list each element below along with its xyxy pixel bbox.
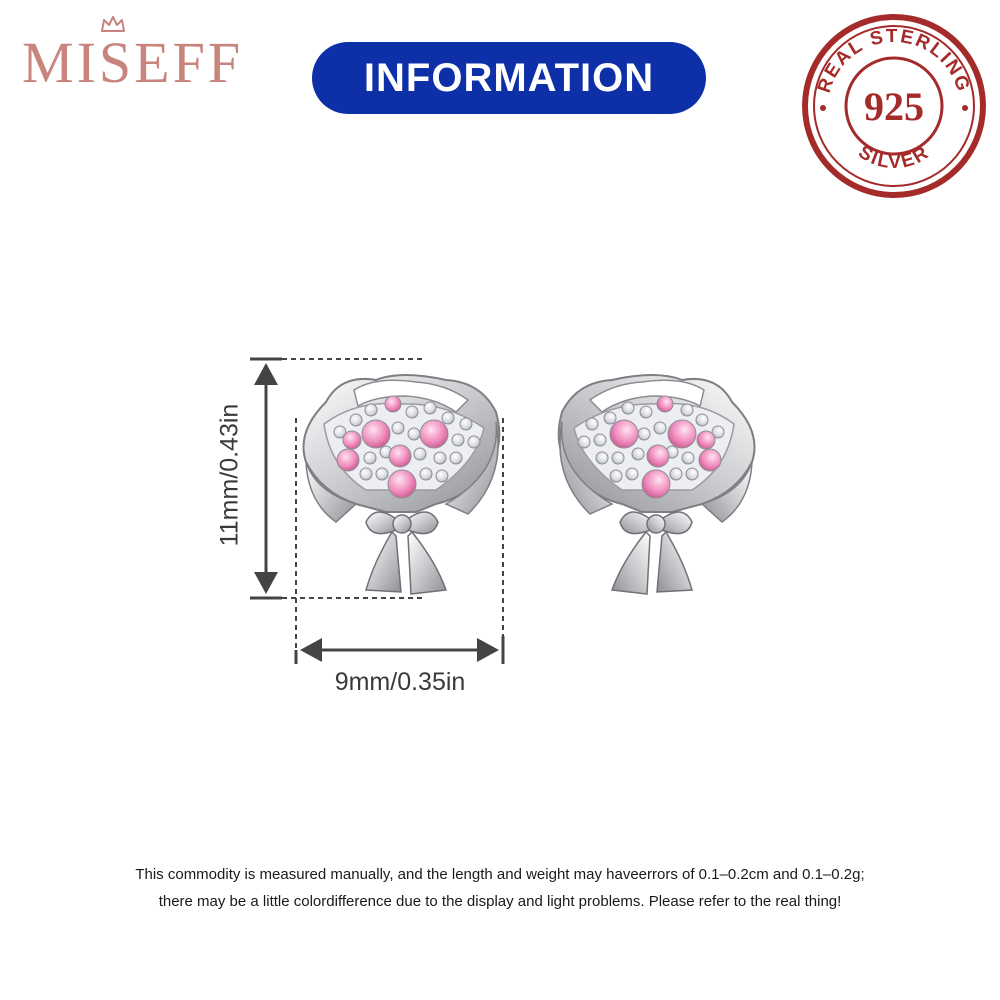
- earring-right-image: [557, 374, 756, 595]
- height-arrow-bottom: [254, 572, 278, 594]
- width-dimension-label: 9mm/0.35in: [334, 668, 466, 696]
- disclaimer-line-1: This commodity is measured manually, and…: [135, 866, 865, 883]
- information-banner: INFORMATION: [312, 42, 706, 114]
- brand-logo: MISEFF: [22, 30, 244, 95]
- height-arrow-top: [254, 363, 278, 385]
- height-dimension-label: 11mm/0.43in: [215, 403, 244, 547]
- seal-number: 925: [864, 84, 924, 129]
- disclaimer-line-2: there may be a little colordifference du…: [158, 893, 842, 910]
- earring-left-image: [302, 374, 501, 595]
- sterling-silver-seal: REAL STERLING SILVER 925: [802, 14, 986, 198]
- width-arrow-left: [300, 638, 322, 662]
- width-arrow-right: [477, 638, 499, 662]
- crown-icon: [101, 16, 125, 32]
